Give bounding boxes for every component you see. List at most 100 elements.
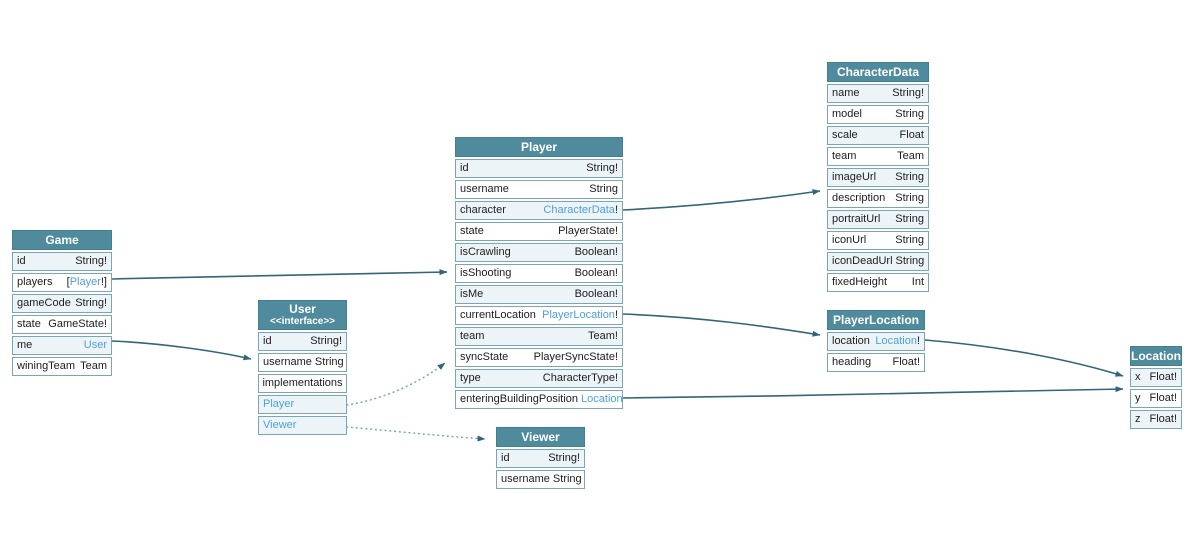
field-type: Int	[912, 274, 924, 291]
field-name: username	[460, 183, 509, 195]
field-name: id	[501, 452, 510, 464]
field-name: model	[832, 108, 862, 120]
field-row-player-isme[interactable]: isMe Boolean!	[455, 285, 623, 304]
field-row-characterdata-team[interactable]: team Team	[827, 147, 929, 166]
field-row-player-username[interactable]: username String	[455, 180, 623, 199]
field-row-game-state[interactable]: state GameState!	[12, 315, 112, 334]
field-row-game-id[interactable]: id String!	[12, 252, 112, 271]
field-row-characterdata-icondeadurl[interactable]: iconDeadUrl String	[827, 252, 929, 271]
field-name: fixedHeight	[832, 276, 888, 288]
type-link[interactable]: Player	[69, 276, 101, 288]
field-row-player-iscrawling[interactable]: isCrawling Boolean!	[455, 243, 623, 262]
type-node-characterdata: CharacterData name String! model String …	[827, 62, 929, 292]
type-text: CharacterType!	[542, 372, 618, 384]
field-name: portraitUrl	[832, 213, 881, 225]
field-row-location-y[interactable]: y Float!	[1130, 389, 1182, 408]
field-row-player-isshooting[interactable]: isShooting Boolean!	[455, 264, 623, 283]
field-row-characterdata-imageurl[interactable]: imageUrl String	[827, 168, 929, 187]
type-header-viewer[interactable]: Viewer	[496, 427, 585, 447]
implementation-row-player[interactable]: Player	[258, 395, 347, 414]
type-text: String	[589, 183, 618, 195]
field-type: String!	[548, 450, 580, 467]
type-header-location[interactable]: Location	[1130, 346, 1182, 366]
field-row-user-username[interactable]: username String	[258, 353, 347, 372]
field-type: String	[895, 232, 924, 249]
type-link[interactable]: User	[83, 339, 107, 351]
field-row-characterdata-scale[interactable]: scale Float	[827, 126, 929, 145]
type-node-viewer: Viewer id String! username String	[496, 427, 585, 489]
field-row-location-x[interactable]: x Float!	[1130, 368, 1182, 387]
type-text: String	[895, 213, 924, 225]
type-link[interactable]: Location	[581, 393, 623, 405]
type-link[interactable]: CharacterData	[543, 204, 615, 216]
type-text: String!	[75, 297, 107, 309]
type-header-game[interactable]: Game	[12, 230, 112, 250]
field-name: character	[460, 204, 506, 216]
field-name: id	[17, 255, 26, 267]
field-name: imageUrl	[832, 171, 877, 183]
field-row-game-winingteam[interactable]: winingTeam Team	[12, 357, 112, 376]
field-type: Float!	[1149, 369, 1177, 386]
field-name: me	[17, 339, 33, 351]
field-row-player-character[interactable]: character CharacterData!	[455, 201, 623, 220]
type-text: Team	[897, 150, 924, 162]
field-type: String!	[75, 295, 107, 312]
type-header-user[interactable]: User <<interface>>	[258, 300, 347, 330]
type-link[interactable]: Location	[875, 335, 917, 347]
field-row-characterdata-description[interactable]: description String	[827, 189, 929, 208]
type-node-player: Player id String! username String charac…	[455, 137, 623, 409]
field-row-player-team[interactable]: team Team!	[455, 327, 623, 346]
field-type: PlayerLocation!	[542, 307, 618, 324]
field-row-player-state[interactable]: state PlayerState!	[455, 222, 623, 241]
field-name: username	[501, 473, 550, 485]
field-type: String	[895, 211, 924, 228]
type-text: String	[895, 234, 924, 246]
field-name: location	[832, 335, 870, 347]
field-row-game-me[interactable]: me User	[12, 336, 112, 355]
field-row-viewer-id[interactable]: id String!	[496, 449, 585, 468]
field-name: team	[460, 330, 485, 342]
field-row-characterdata-model[interactable]: model String	[827, 105, 929, 124]
type-header-characterdata[interactable]: CharacterData	[827, 62, 929, 82]
field-row-characterdata-fixedheight[interactable]: fixedHeight Int	[827, 273, 929, 292]
field-row-characterdata-portraiturl[interactable]: portraitUrl String	[827, 210, 929, 229]
field-type: String!	[892, 85, 924, 102]
field-name: gameCode	[17, 297, 71, 309]
type-text: Float!	[892, 356, 920, 368]
implementation-link[interactable]: Player	[263, 398, 295, 410]
field-name: description	[832, 192, 886, 204]
type-header-playerlocation[interactable]: PlayerLocation	[827, 310, 925, 330]
field-row-player-enteringbuildingposition[interactable]: enteringBuildingPosition Location	[455, 390, 623, 409]
field-row-characterdata-iconurl[interactable]: iconUrl String	[827, 231, 929, 250]
implementation-row-viewer[interactable]: Viewer	[258, 416, 347, 435]
field-row-user-id[interactable]: id String!	[258, 332, 347, 351]
field-name: isCrawling	[460, 246, 511, 258]
type-header-player[interactable]: Player	[455, 137, 623, 157]
field-name: state	[460, 225, 484, 237]
field-row-characterdata-name[interactable]: name String!	[827, 84, 929, 103]
field-type: PlayerState!	[558, 223, 618, 240]
field-name: y	[1135, 392, 1141, 404]
field-type: Location	[581, 391, 623, 408]
field-row-playerlocation-heading[interactable]: heading Float!	[827, 353, 925, 372]
implementations-label: implementations	[262, 377, 343, 389]
field-type: GameState!	[48, 316, 107, 333]
field-name: id	[460, 162, 469, 174]
field-row-viewer-username[interactable]: username String	[496, 470, 585, 489]
field-row-player-syncstate[interactable]: syncState PlayerSyncState!	[455, 348, 623, 367]
implementation-link[interactable]: Viewer	[263, 419, 297, 431]
type-link[interactable]: PlayerLocation	[542, 309, 615, 321]
field-row-playerlocation-location[interactable]: location Location!	[827, 332, 925, 351]
field-type: Float!	[1149, 390, 1177, 407]
field-row-location-z[interactable]: z Float!	[1130, 410, 1182, 429]
type-text: !	[916, 335, 920, 347]
field-row-game-gamecode[interactable]: gameCode String!	[12, 294, 112, 313]
field-row-player-id[interactable]: id String!	[455, 159, 623, 178]
type-text: Team	[80, 360, 107, 372]
type-text: Float!	[1149, 413, 1177, 425]
field-name: winingTeam	[17, 360, 76, 372]
field-row-player-currentlocation[interactable]: currentLocation PlayerLocation!	[455, 306, 623, 325]
field-row-player-type[interactable]: type CharacterType!	[455, 369, 623, 388]
field-row-game-players[interactable]: players [Player!]	[12, 273, 112, 292]
type-text: String	[552, 473, 582, 485]
